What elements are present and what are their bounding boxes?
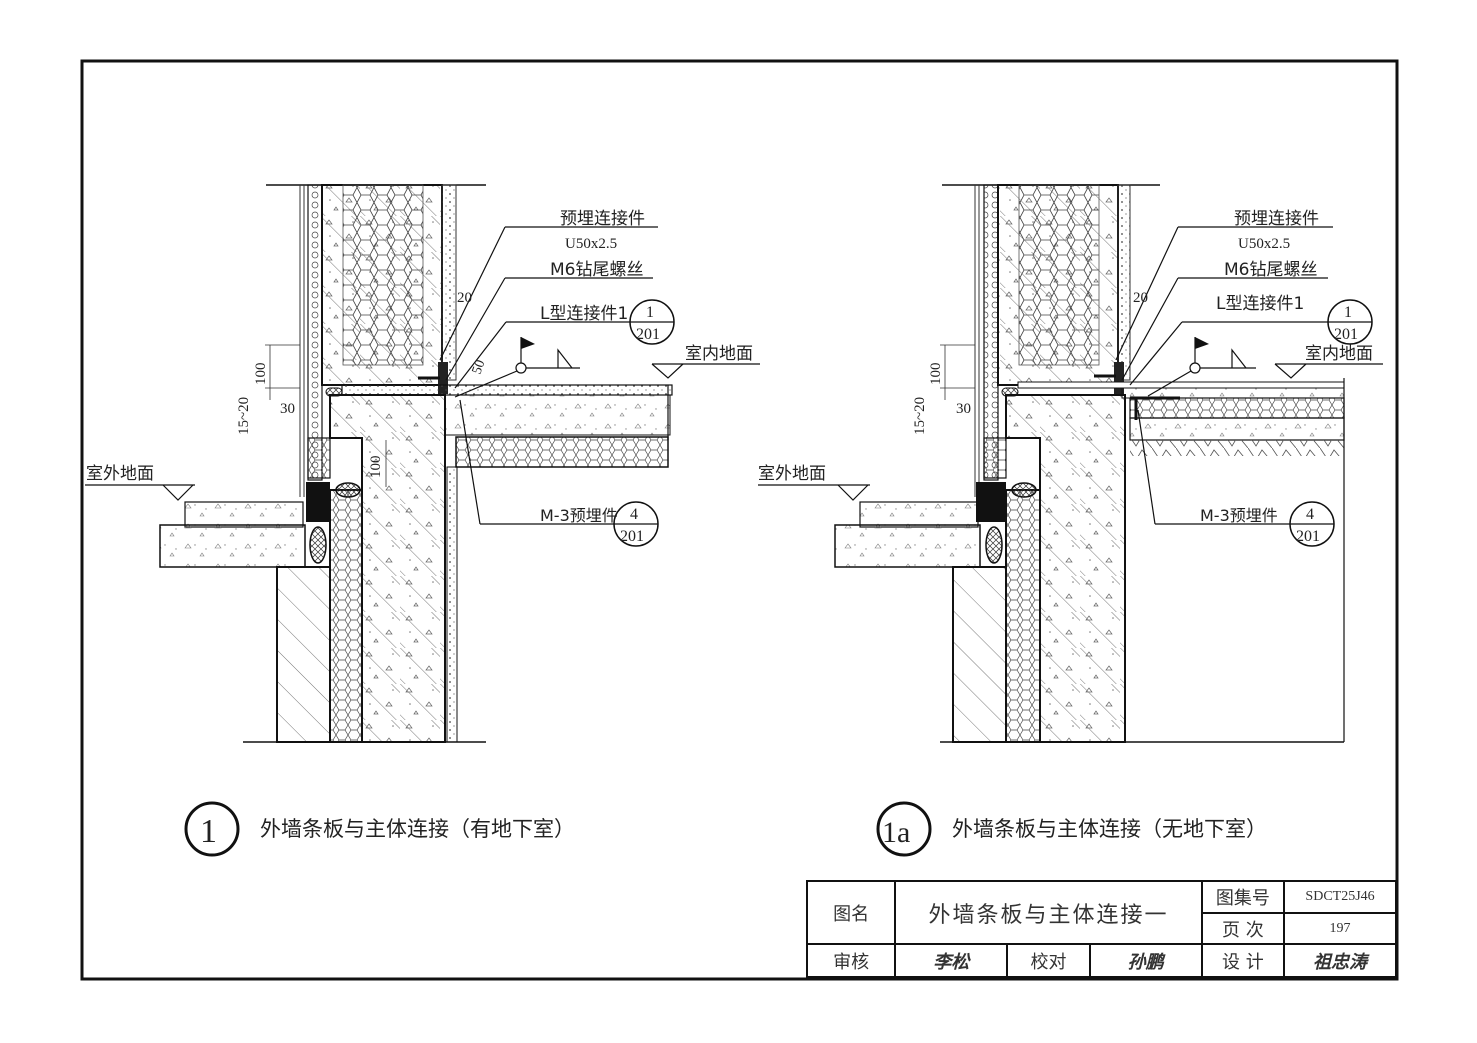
label-outdoor-ground: 室外地面	[86, 464, 154, 484]
design-signature: 祖忠涛	[1283, 943, 1397, 978]
check-label: 校对	[1006, 943, 1091, 978]
ref-l-top: 1	[646, 304, 654, 321]
label-indoor-floor-1a: 室内地面	[1305, 344, 1373, 364]
check-signature: 孙鹏	[1088, 943, 1203, 978]
dim-100-upper-1a: 100	[928, 363, 944, 386]
review-label: 审核	[805, 943, 897, 978]
label-outdoor-ground-1a: 室外地面	[758, 464, 826, 484]
label-u-channel-1a: U50x2.5	[1238, 236, 1290, 252]
page-label: 页 次	[1200, 911, 1286, 946]
detail-1a-drawing	[758, 184, 1383, 857]
dim-20: 20	[457, 290, 472, 306]
title-block: 图名 外墙条板与主体连接一 图集号 SDCT25J46 页 次 197 审核 李…	[805, 879, 1397, 978]
detail-1-drawing	[85, 184, 760, 857]
design-label: 设 计	[1200, 943, 1286, 978]
detail-1a-symbol: 1a	[882, 816, 910, 849]
detail-1-symbol: 1	[200, 813, 217, 850]
dim-100-upper: 100	[253, 363, 269, 386]
atlas-no: SDCT25J46	[1283, 880, 1397, 914]
label-embedded-connector: 预埋连接件	[560, 209, 645, 229]
dim-50: 50	[470, 358, 489, 376]
label-u-channel: U50x2.5	[565, 236, 617, 252]
ref-m3-top-1a: 4	[1306, 506, 1314, 523]
label-screw-1a: M6钻尾螺丝	[1224, 260, 1317, 280]
ref-m3-top: 4	[630, 506, 638, 523]
dim-20-1a: 20	[1133, 290, 1148, 306]
dim-15-20-1a: 15~20	[912, 397, 928, 435]
ref-m3-bottom: 201	[620, 528, 644, 545]
review-signature: 李松	[894, 943, 1009, 978]
page-no: 197	[1283, 911, 1397, 946]
drawing-name-label: 图名	[805, 879, 897, 946]
label-m3-embedded: M-3预埋件	[540, 506, 618, 525]
atlas-no-label: 图集号	[1200, 880, 1286, 914]
detail-1-title: 外墙条板与主体连接（有地下室）	[260, 817, 575, 841]
label-l-connector: L型连接件1	[540, 304, 628, 324]
ref-l-bottom: 201	[636, 326, 660, 343]
sheet-border	[80, 59, 1399, 981]
ref-l-top-1a: 1	[1344, 304, 1352, 321]
label-m3-embedded-1a: M-3预埋件	[1200, 506, 1278, 525]
label-embedded-connector-1a: 预埋连接件	[1234, 209, 1319, 229]
ref-l-bottom-1a: 201	[1334, 326, 1358, 343]
dim-100-lower: 100	[368, 456, 384, 479]
drawing-name: 外墙条板与主体连接一	[894, 879, 1203, 946]
ref-m3-bottom-1a: 201	[1296, 528, 1320, 545]
dim-30: 30	[280, 401, 295, 417]
dim-15-20: 15~20	[236, 397, 252, 435]
detail-1a-title: 外墙条板与主体连接（无地下室）	[952, 817, 1267, 841]
label-screw: M6钻尾螺丝	[550, 260, 643, 280]
label-indoor-floor: 室内地面	[685, 344, 753, 364]
dim-30-1a: 30	[956, 401, 971, 417]
label-l-connector-1a: L型连接件1	[1216, 294, 1304, 314]
